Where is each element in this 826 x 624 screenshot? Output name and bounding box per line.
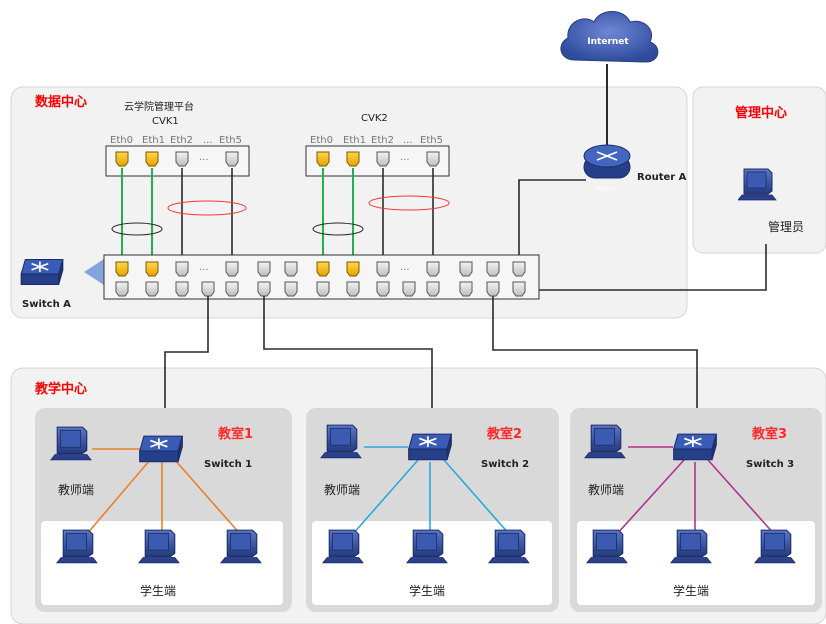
room3-student-pc-icon [670, 529, 712, 564]
room1-teacher-label: 教师端 [58, 482, 94, 497]
switch-a-pointer [84, 259, 104, 285]
room2-switch-icon [407, 433, 453, 461]
cvk1-port-eth2 [175, 151, 189, 167]
uplink-room1 [164, 296, 209, 434]
room2-teacher-pc-icon [320, 424, 362, 459]
switch-a-ports-top [115, 261, 526, 277]
internet-cloud-icon [560, 11, 659, 63]
cvk2-ellipsis: ... [403, 135, 413, 146]
cvk1-eth5: Eth5 [219, 135, 242, 146]
cvk1-eth1: Eth1 [142, 135, 165, 146]
cvk2-eth1: Eth1 [343, 135, 366, 146]
classroom-2 [306, 408, 559, 612]
cvk2-red-ellipse [368, 195, 450, 211]
cvk1-label: CVK1 [152, 116, 179, 127]
admin-switch-link [528, 244, 767, 291]
room2-student-pc-icon [406, 529, 448, 564]
cvk2-label: CVK2 [361, 113, 388, 124]
cvk1-eth0: Eth0 [110, 135, 133, 146]
cvk1-ellipsis: ... [203, 135, 213, 146]
room2-links [351, 446, 511, 536]
router-label: Router A [637, 172, 687, 183]
room1-links [85, 448, 242, 536]
room2-student-pc-icon [488, 529, 530, 564]
room2-teacher-label: 教师端 [324, 482, 360, 497]
room1-student-pc-icon [138, 529, 180, 564]
room2-student-pc-icon [322, 529, 364, 564]
room1-switch-label: Switch 1 [204, 459, 252, 470]
teaching-title: 教学中心 [34, 381, 87, 397]
cvk2-port-eth0 [316, 151, 330, 167]
cvk2-port-eth1 [346, 151, 360, 167]
room3-switch-icon [672, 433, 718, 461]
management-title: 管理中心 [735, 105, 787, 121]
admin-pc-icon [738, 168, 777, 201]
platform-label: 云学院管理平台 [124, 100, 194, 113]
room3-student-pc-icon [586, 529, 628, 564]
cvk1-port-eth5 [225, 151, 239, 167]
cvk2-bond-ellipse [312, 222, 364, 236]
room3-teacher-pc-icon [584, 424, 626, 459]
room2-title: 教室2 [486, 426, 522, 442]
router-icon [583, 144, 631, 179]
uplink-room2 [263, 296, 433, 434]
router-badge: ROUTER [597, 187, 618, 193]
room1-student-pc-icon [220, 529, 262, 564]
cvk1-port-dots: ... [199, 152, 209, 163]
room2-switch-label: Switch 2 [481, 459, 529, 470]
cvk2-port-eth2 [376, 151, 390, 167]
cvk1-port-eth1 [145, 151, 159, 167]
cvk1-bond-ellipse [111, 222, 163, 236]
cvk2-port-eth5 [426, 151, 440, 167]
cvk1-red-ellipse [167, 200, 247, 216]
room3-title: 教室3 [751, 426, 787, 442]
room1-students-label: 学生端 [140, 583, 176, 598]
room3-student-pc-icon [754, 529, 796, 564]
room3-links [615, 446, 776, 536]
room3-switch-label: Switch 3 [746, 459, 794, 470]
room1-switch-icon [138, 435, 184, 463]
switch-a-dots-1: ... [199, 262, 209, 273]
cvk2-port-dots: ... [400, 152, 410, 163]
cvk2-eth5: Eth5 [420, 135, 443, 146]
switch-a-ports-bottom [115, 281, 526, 297]
router-switch-link [518, 179, 586, 262]
room2-students-label: 学生端 [409, 583, 445, 598]
cvk2-eth0: Eth0 [310, 135, 333, 146]
room3-students-label: 学生端 [673, 583, 709, 598]
room3-teacher-label: 教师端 [588, 482, 624, 497]
cvk1-eth2: Eth2 [170, 135, 193, 146]
cvk1-port-eth0 [115, 151, 129, 167]
room1-student-pc-icon [56, 529, 98, 564]
cvk2-eth2: Eth2 [371, 135, 394, 146]
room1-teacher-pc-icon [50, 426, 92, 461]
admin-label: 管理员 [768, 219, 804, 234]
classroom-3 [570, 408, 822, 612]
cvk2-ports-labels: Eth0 Eth1 Eth2 ... Eth5 [310, 135, 443, 146]
switch-a-dots-2: ... [400, 262, 410, 273]
data-center-title: 数据中心 [35, 94, 87, 110]
switch-a-label: Switch A [22, 299, 71, 310]
cvk1-ports-labels: Eth0 Eth1 Eth2 ... Eth5 [110, 135, 242, 146]
uplink-room3 [492, 296, 698, 434]
classroom-1 [35, 408, 292, 612]
internet-label: Internet [587, 37, 629, 47]
switch-a-icon [20, 258, 64, 286]
room1-title: 教室1 [217, 426, 253, 442]
